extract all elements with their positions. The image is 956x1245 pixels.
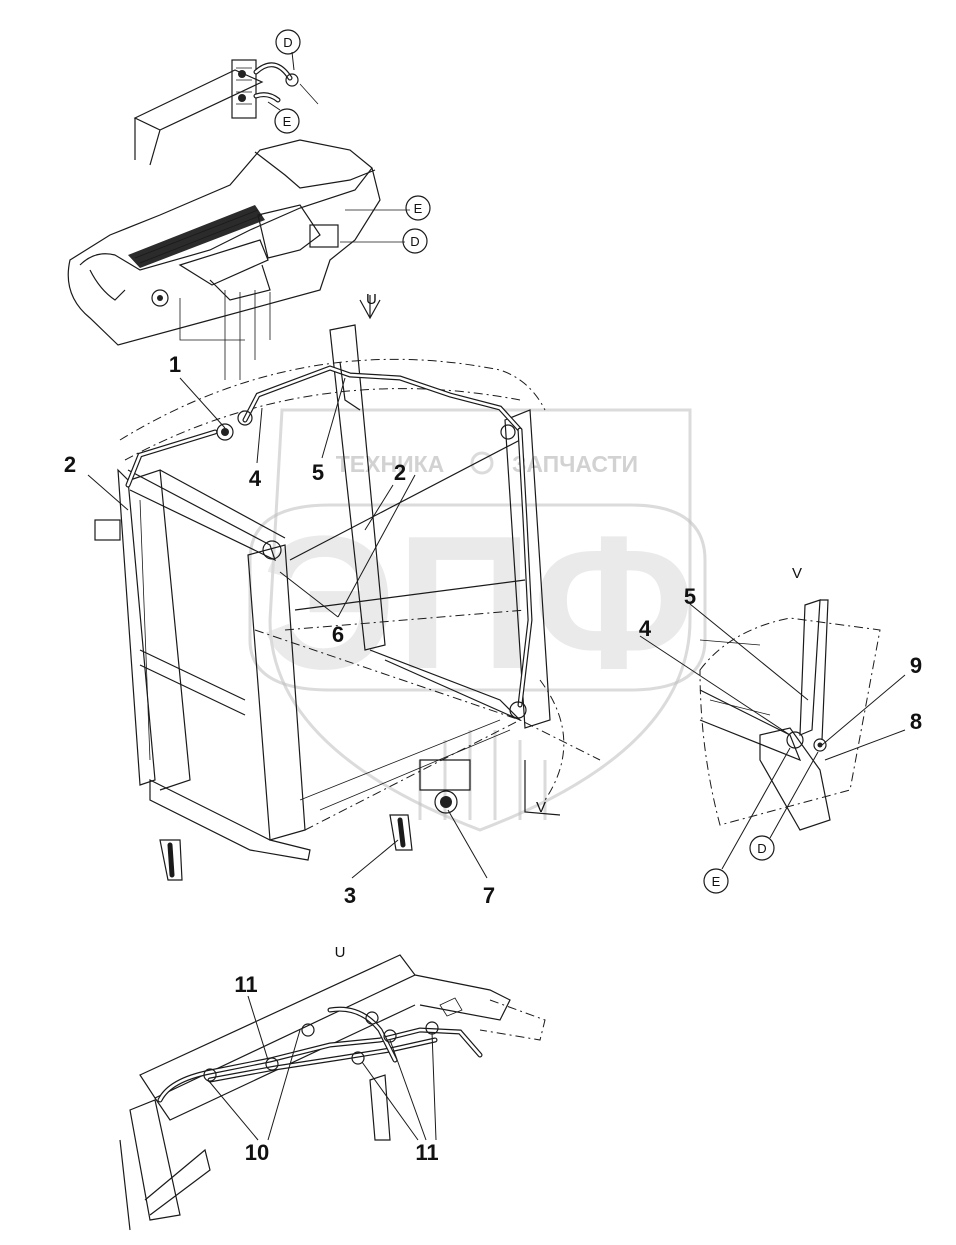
callout-3: 3 [344,883,356,908]
callout-9: 9 [910,653,922,678]
callout-labels: 1 2 2 4 5 6 3 7 5 4 9 8 11 10 11 [64,352,922,1165]
view-v-main-label: V [536,799,546,816]
callout-11-top: 11 [234,972,257,997]
callout-7: 7 [483,883,495,908]
callout-11-bottom: 11 [415,1140,438,1165]
roof-panel: E D U [67,139,431,380]
callout-4-main: 4 [249,466,262,491]
mark-e-top: E [283,114,292,129]
callout-1: 1 [169,352,181,377]
mark-e-detail: E [712,874,721,889]
wheat-icon [418,730,547,820]
callout-5-main: 5 [312,460,324,485]
view-u-detail-label: U [335,944,346,961]
watermark-left-text: ТЕХНИКА [336,451,445,477]
detail-view-v: E D V [639,565,906,894]
callout-4-detail: 4 [639,616,652,641]
callout-2-left: 2 [64,452,76,477]
callout-5-detail: 5 [684,584,696,609]
detail-view-u: U [119,944,546,1231]
gear-icon [470,451,494,475]
view-v-detail-label: V [792,565,802,582]
callout-6: 6 [332,622,344,647]
mark-d-roof: D [410,234,419,249]
callout-2-center: 2 [394,460,406,485]
leader-lines [87,377,488,879]
watermark-right-text: ЗАПЧАСТИ [512,451,638,477]
view-u-arrow-label: U [366,291,377,308]
cab-frame [94,324,601,881]
callout-8: 8 [910,709,922,734]
callout-10: 10 [245,1140,269,1165]
mark-d-detail: D [757,841,766,856]
watermark-emblem: ЭПФ [261,497,695,709]
mark-e-roof: E [414,201,423,216]
mark-d-top: D [283,35,292,50]
blower-unit: D E [133,29,319,166]
